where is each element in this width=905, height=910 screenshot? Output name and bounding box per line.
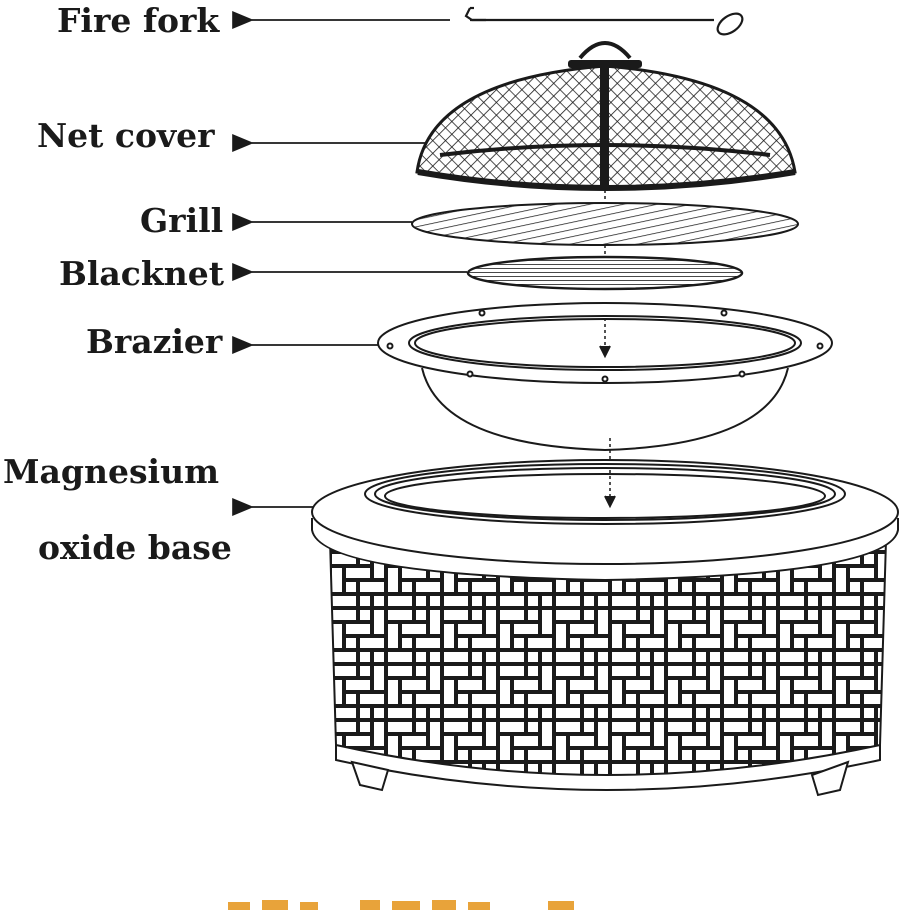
base-label-line1: Magnesium [3,452,219,491]
blacknet-label: Blacknet [59,254,224,293]
grill-label: Grill [140,201,224,240]
blacknet-illustration [466,245,744,291]
base-label-line2: oxide base [38,528,232,567]
magnesium-oxide-base-illustration [311,459,899,797]
brazier-label: Brazier [86,322,223,361]
brazier-illustration [377,302,833,470]
footer-text-fragment [228,900,574,910]
net-cover-label: Net cover [37,116,215,155]
fire-fork-illustration [464,6,744,36]
net-cover-illustration [415,41,797,191]
fire-fork-label: Fire fork [57,1,220,40]
grill-illustration [411,190,799,246]
leader-lines [232,11,467,516]
